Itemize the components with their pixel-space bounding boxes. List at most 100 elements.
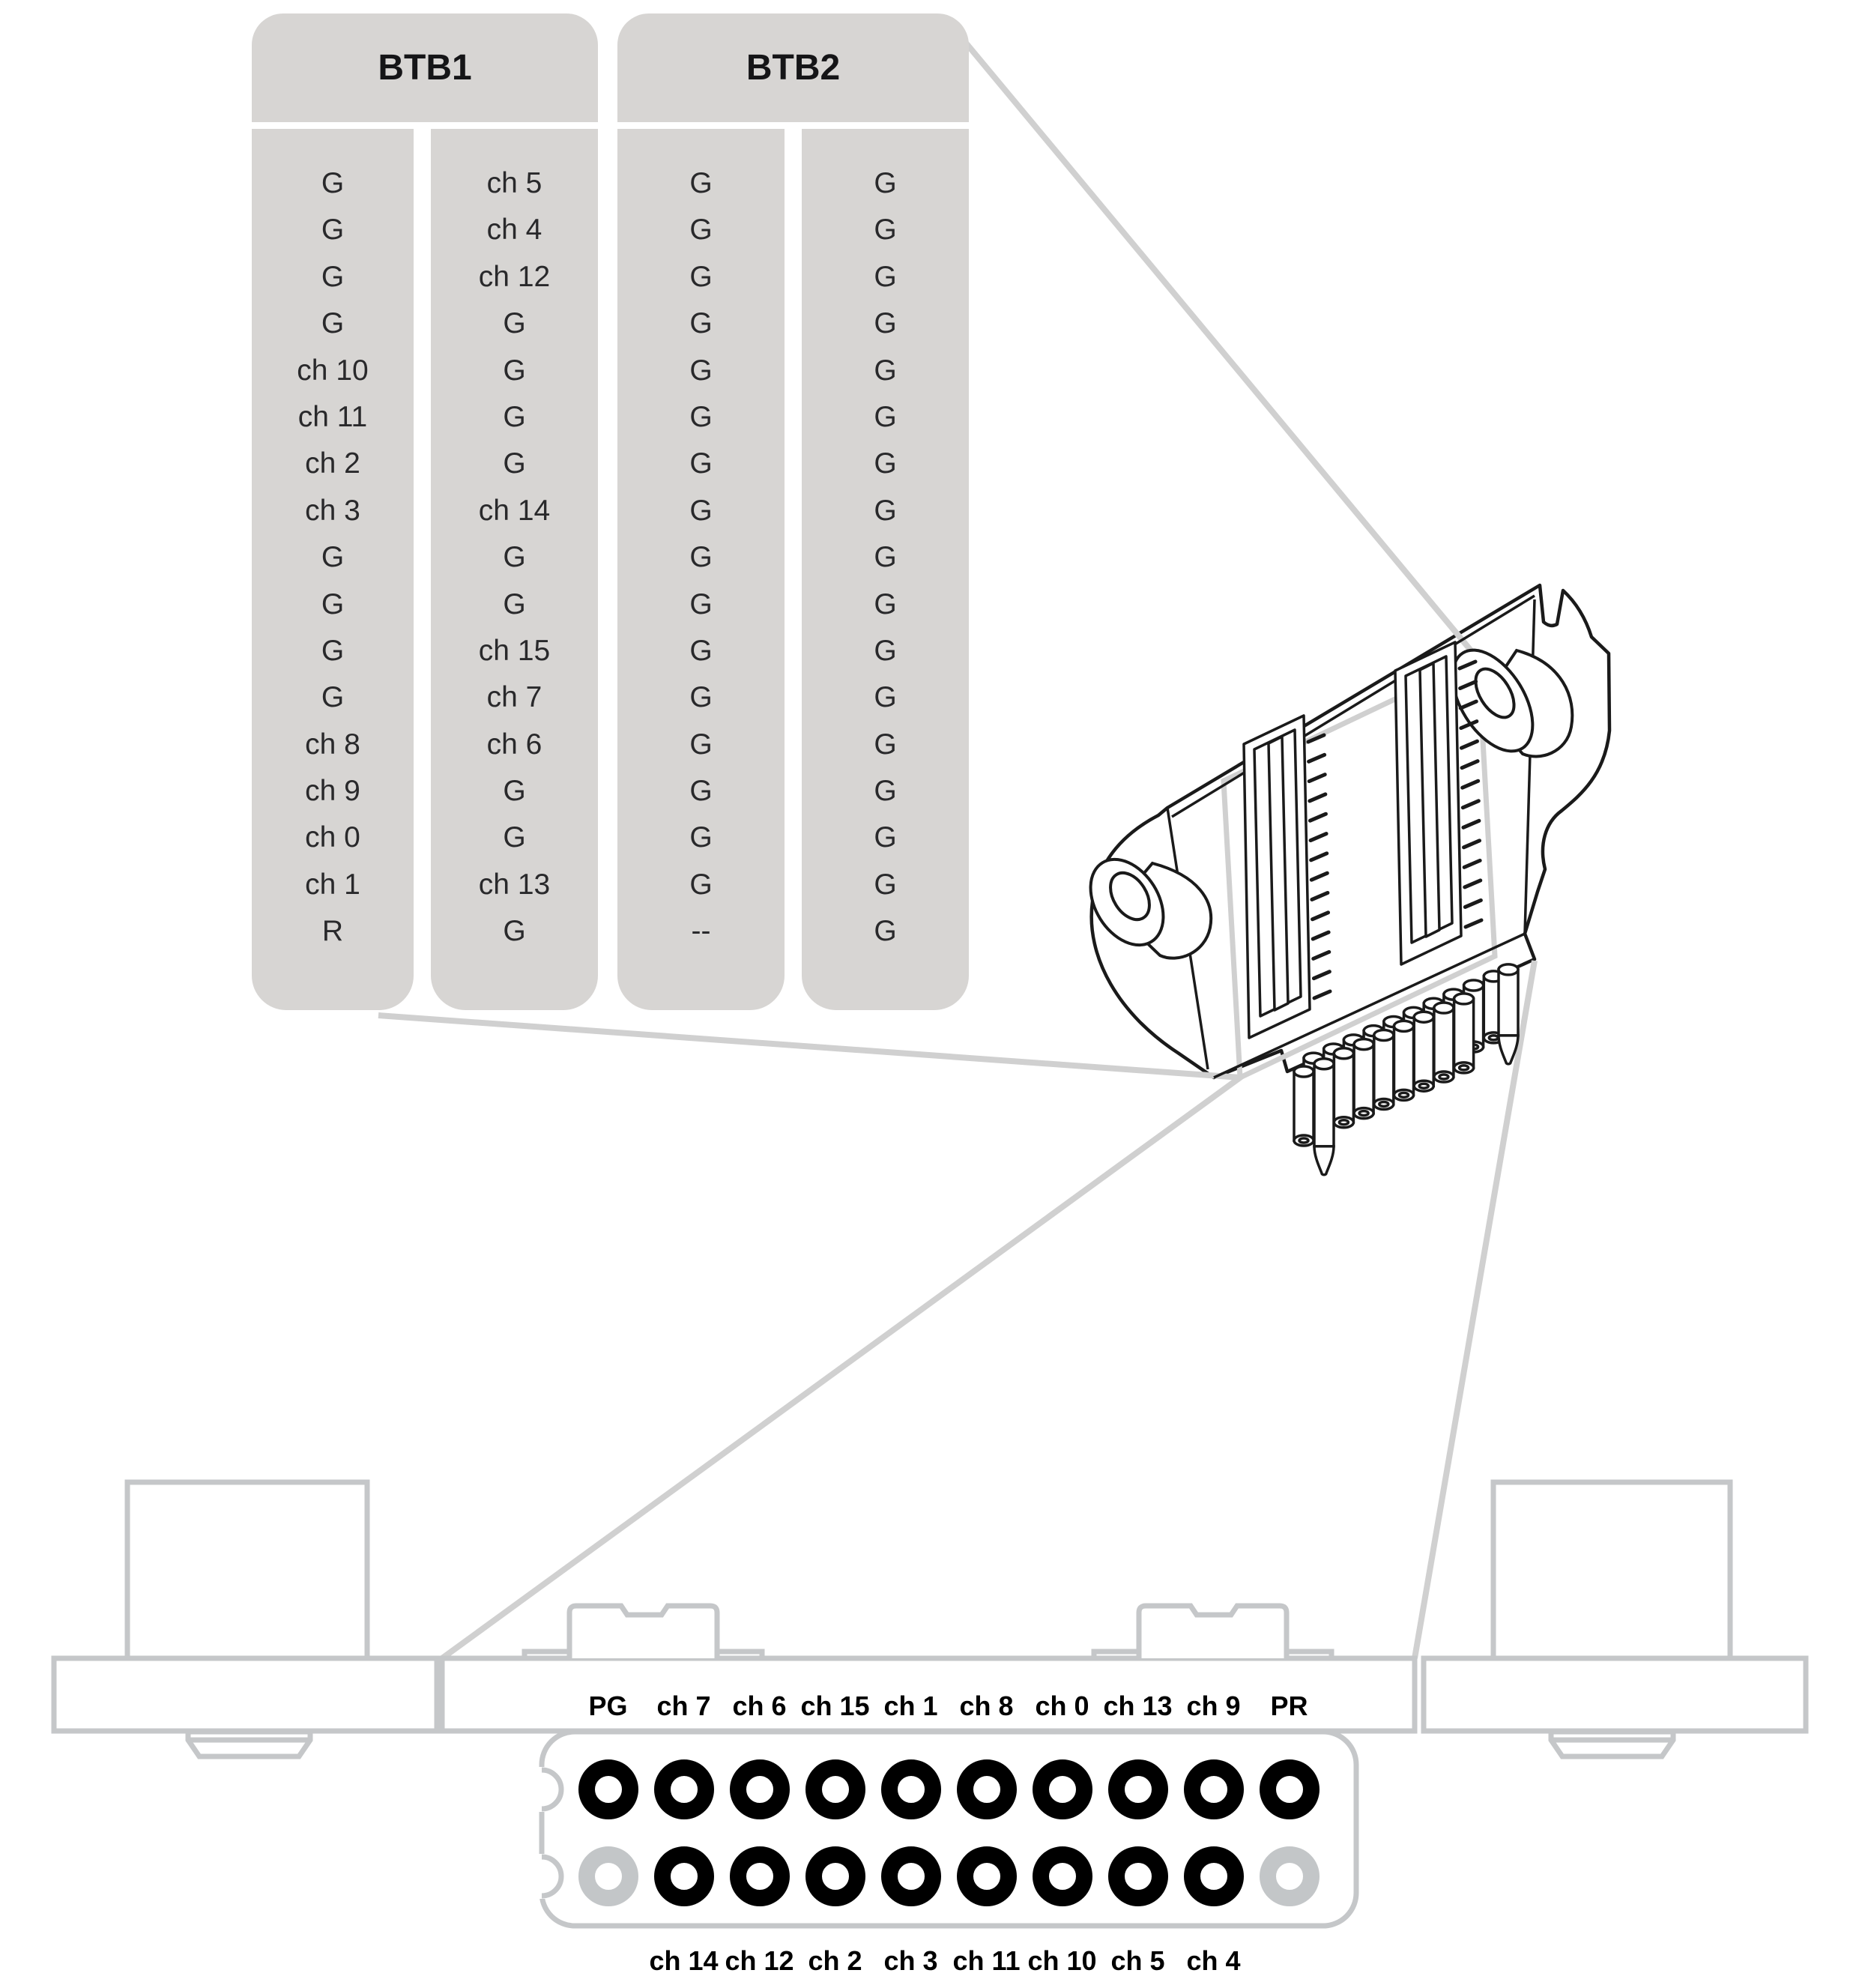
pin-cell: G — [503, 915, 526, 948]
pin-cell: ch 4 — [486, 214, 542, 247]
pin-hole — [881, 1759, 941, 1819]
pin-cell: G — [503, 307, 526, 340]
contact-tooth-icon — [1462, 839, 1482, 850]
pin-cell: G — [874, 307, 897, 340]
plate-top-edge-inner — [1171, 594, 1535, 818]
panel-bar-middle — [439, 1655, 1418, 1734]
leader-line-table-bottom — [378, 1012, 1249, 1661]
pin-hole — [1033, 1759, 1092, 1819]
pin-cell: G — [321, 260, 345, 293]
pin-label: ch 0 — [1035, 1691, 1089, 1721]
pin-hole — [1108, 1846, 1168, 1906]
pin-label: ch 14 — [649, 1945, 719, 1976]
pin-cell: G — [689, 587, 713, 620]
contact-tooth-icon — [1463, 918, 1484, 929]
pin-cell: G — [503, 541, 526, 574]
pin-label: ch 10 — [1027, 1945, 1097, 1976]
pin-cell: G — [689, 167, 713, 199]
contact-tooth-icon — [1308, 792, 1328, 803]
pin-hole — [881, 1846, 941, 1906]
pin-cell: G — [689, 541, 713, 574]
contact-tooth-icon — [1460, 799, 1481, 810]
pin-label: ch 11 — [952, 1945, 1021, 1976]
pin-label: ch 6 — [732, 1691, 787, 1721]
pin-cell: G — [689, 868, 713, 901]
pin-cell: ch 15 — [478, 634, 551, 667]
pin-cell: G — [321, 634, 345, 667]
pin-hole-row-bottom — [578, 1846, 1320, 1906]
pin-cell: G — [689, 494, 713, 527]
plate-bottom-edge — [1213, 932, 1526, 1079]
solder-pin-icon — [1313, 1057, 1335, 1176]
pin-cell: G — [689, 821, 713, 854]
contact-tooth-icon — [1461, 818, 1481, 830]
pin-hole — [805, 1846, 865, 1906]
contact-tooth-icon — [1311, 949, 1331, 961]
pin-cell: G — [689, 307, 713, 340]
pin-cell: ch 7 — [486, 681, 542, 714]
contact-tooth-icon — [1308, 832, 1328, 843]
contact-tooth-icon — [1308, 812, 1328, 823]
mounting-boss-lower — [1089, 857, 1213, 960]
contact-tooth-icon — [1311, 910, 1331, 922]
btb1-header: BTB1 — [252, 13, 598, 122]
pin-cell: G — [874, 541, 897, 574]
bracket-right — [1490, 1479, 1733, 1661]
pin-cell: G — [874, 354, 897, 387]
mounting-hole-icon — [1474, 667, 1516, 719]
leader-line-panel-right — [1412, 960, 1538, 1659]
pin-cell: G — [874, 868, 897, 901]
pin-hole — [578, 1759, 638, 1819]
pin-cell: G — [689, 634, 713, 667]
pin-cell: G — [503, 821, 526, 854]
pin-cell: G — [874, 915, 897, 948]
pin-cell: G — [503, 400, 526, 433]
keying-notch — [541, 1767, 564, 1812]
alignment-tab-left — [566, 1603, 720, 1658]
pin-cell: G — [321, 214, 345, 247]
pin-hole — [578, 1846, 638, 1906]
contact-tooth-icon — [1309, 871, 1329, 882]
contact-tooth-icon — [1307, 752, 1327, 764]
pin-cell: ch 2 — [305, 447, 360, 480]
solder-pin-icon — [1332, 1046, 1355, 1129]
pin-cell: G — [874, 821, 897, 854]
pin-cell: ch 9 — [305, 775, 360, 808]
btb2-title: BTB2 — [746, 48, 841, 88]
pin-cell: ch 6 — [486, 728, 542, 761]
solder-pin-icon — [1452, 992, 1475, 1075]
pin-label: ch 5 — [1110, 1945, 1165, 1976]
contact-tooth-icon — [1463, 878, 1483, 889]
pin-cell: G — [689, 214, 713, 247]
solder-pin-icon — [1497, 963, 1520, 1066]
pin-hole — [1184, 1759, 1244, 1819]
pin-cell: ch 11 — [297, 400, 368, 433]
contact-tooth-icon — [1311, 930, 1331, 941]
pin-cell: G — [321, 167, 345, 199]
contact-tooth-icon — [1306, 733, 1326, 744]
tab-ear — [522, 1649, 572, 1661]
btb1-title: BTB1 — [378, 48, 472, 88]
pin-hole — [1108, 1759, 1168, 1819]
pin-label: ch 12 — [725, 1945, 794, 1976]
pin-cell: G — [874, 167, 897, 199]
pin-cell: G — [874, 728, 897, 761]
pin-cell: G — [689, 400, 713, 433]
pin-hole — [957, 1759, 1017, 1819]
contact-tooth-icon — [1459, 719, 1479, 731]
contact-tooth-icon — [1458, 680, 1478, 691]
contact-tooth-icon — [1312, 989, 1332, 1000]
pin-cell: R — [321, 915, 344, 948]
keying-notch — [541, 1854, 564, 1899]
contact-tooth-icon — [1458, 699, 1478, 710]
pin-cell: G — [689, 775, 713, 808]
foot-left — [185, 1729, 313, 1759]
pin-cell: G — [874, 400, 897, 433]
slot-contact-teeth — [1306, 659, 1484, 1000]
pin-hole-row-top — [578, 1759, 1320, 1819]
panel-bar-left — [51, 1655, 440, 1734]
contact-tooth-icon — [1463, 898, 1483, 909]
